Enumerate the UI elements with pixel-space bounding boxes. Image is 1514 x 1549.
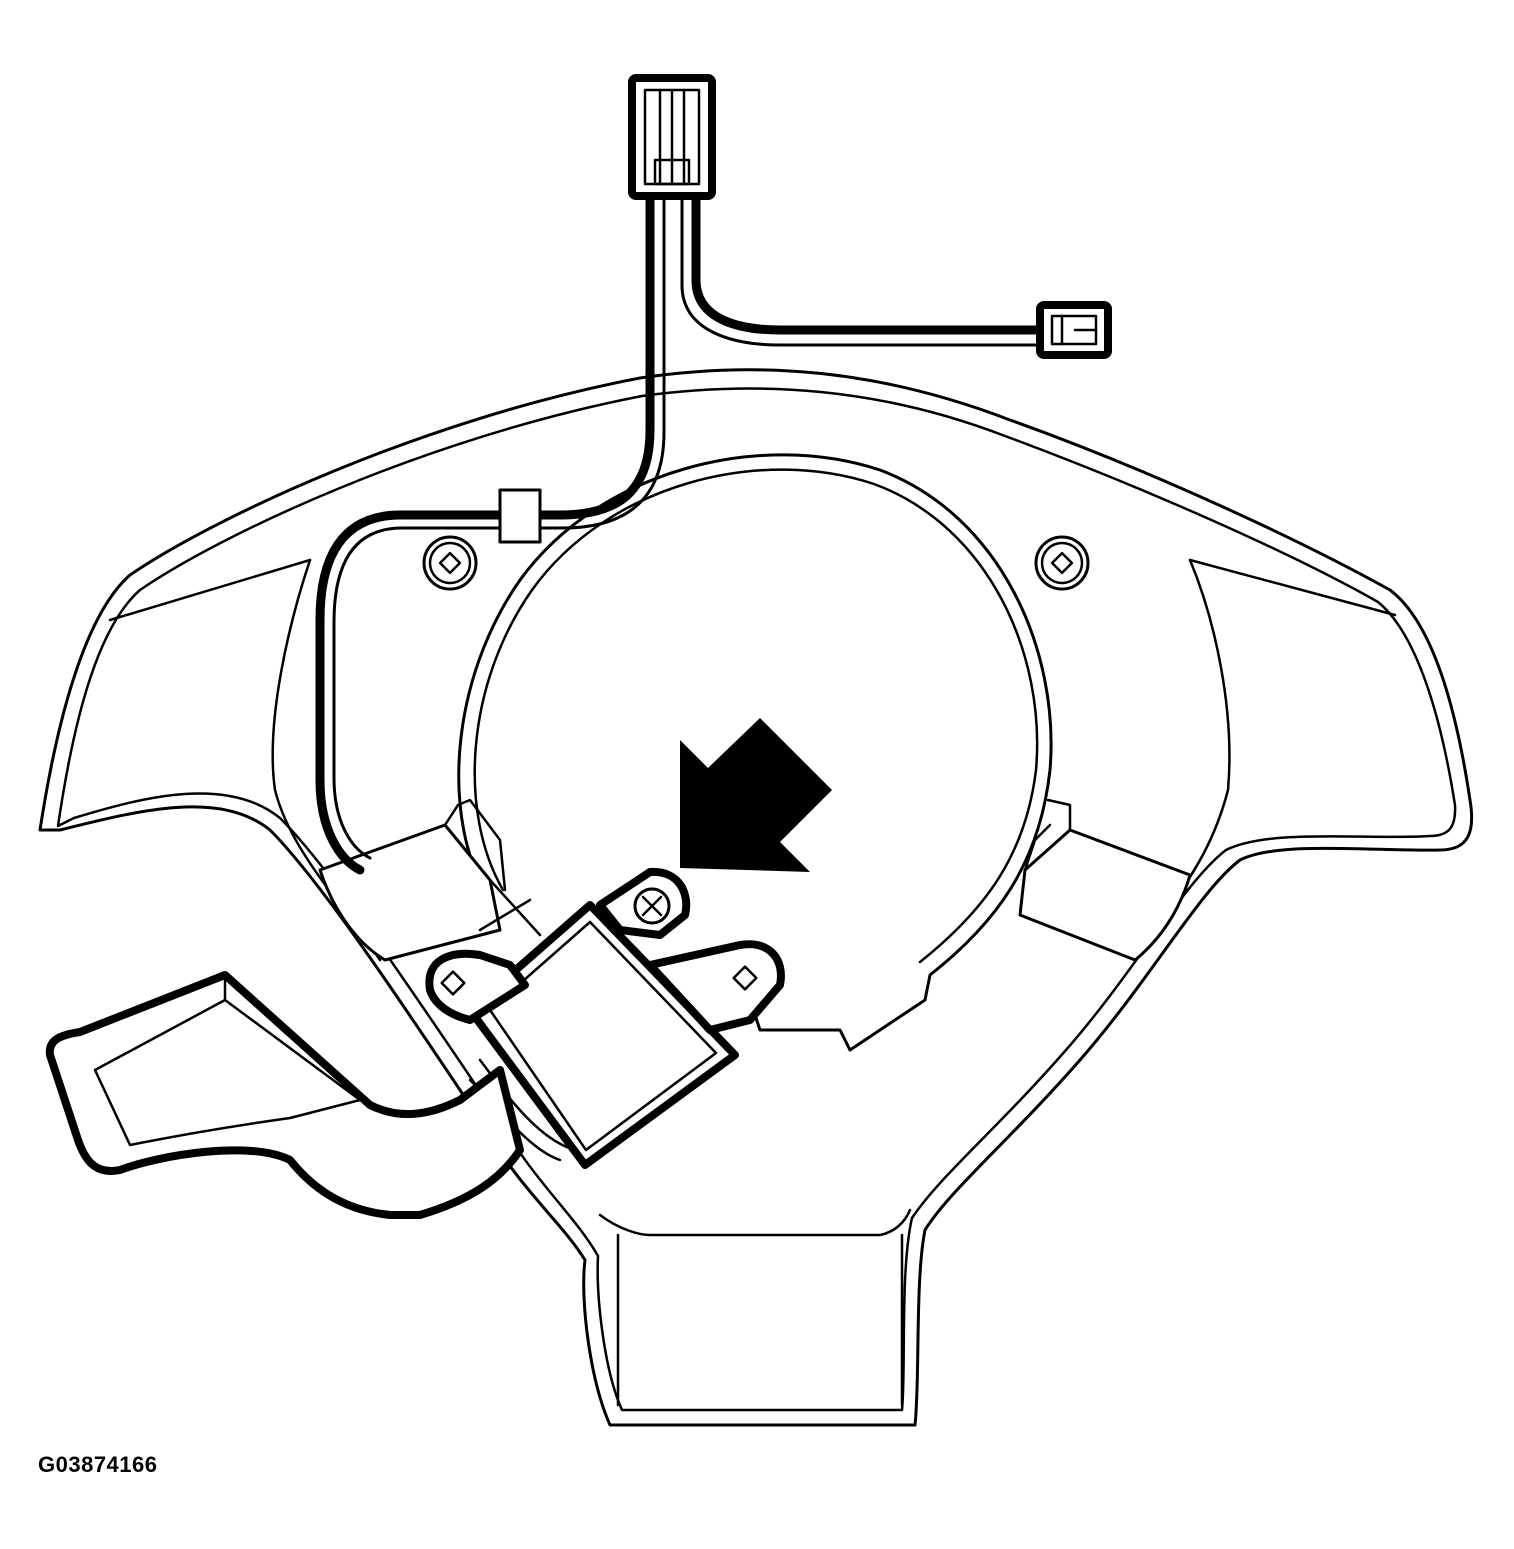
airbag-hub — [422, 453, 1090, 1052]
steering-wheel-body — [38, 368, 1474, 1427]
main-connector — [628, 74, 716, 200]
wire-clip — [498, 488, 542, 544]
horn-connector — [1036, 301, 1112, 359]
switch-module — [425, 867, 785, 1169]
left-switch-block — [318, 798, 507, 962]
figure-code: G03874166 — [38, 1452, 158, 1477]
right-switch-block — [1018, 798, 1192, 962]
screw-boss-right — [1034, 535, 1090, 591]
lower-cover — [45, 971, 524, 1219]
pointer-arrow — [680, 718, 832, 872]
wire-harness — [315, 185, 1045, 875]
screw-boss-left — [422, 535, 478, 591]
